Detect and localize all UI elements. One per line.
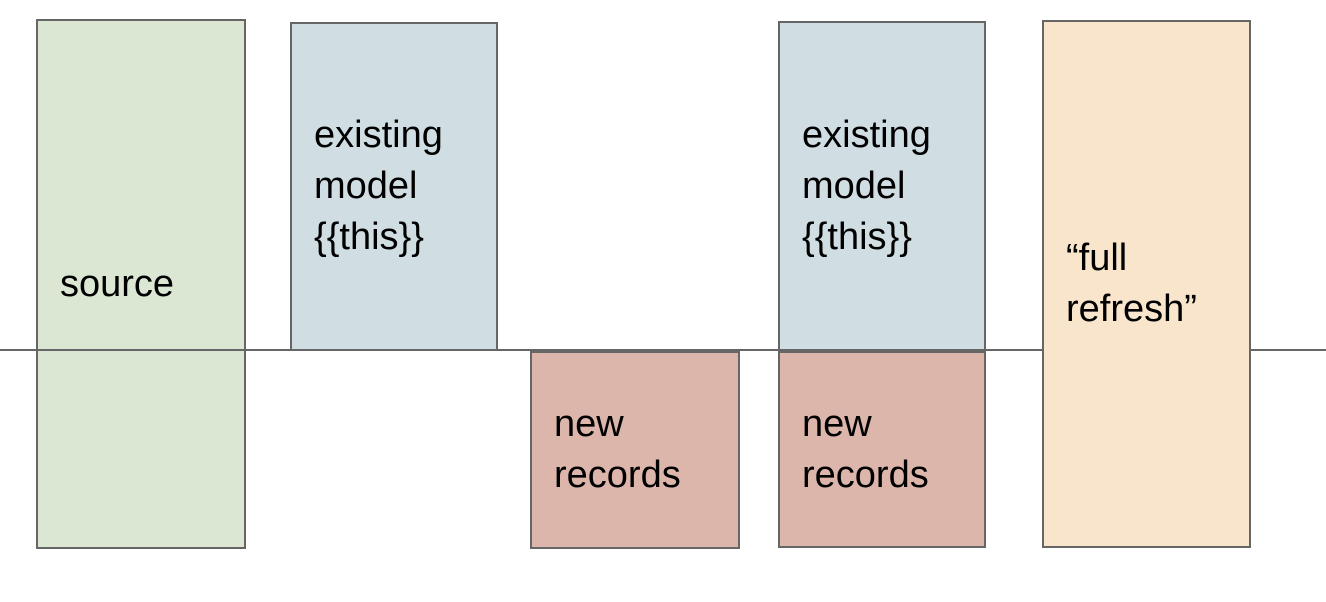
new-records-box-1-label: new records bbox=[554, 403, 681, 496]
full-refresh-box-label: “full refresh” bbox=[1066, 237, 1197, 330]
source-box: source bbox=[36, 19, 246, 549]
new-records-box-2: new records bbox=[778, 351, 986, 548]
existing-model-box-1: existing model {{this}} bbox=[290, 22, 498, 351]
source-box-label: source bbox=[60, 262, 175, 305]
timeline-divider-line bbox=[0, 349, 1326, 351]
full-refresh-box: “full refresh” bbox=[1042, 20, 1251, 548]
new-records-box-1: new records bbox=[530, 351, 740, 549]
new-records-box-2-label: new records bbox=[802, 402, 929, 496]
existing-model-box-2-label: existing model {{this}} bbox=[802, 113, 931, 258]
existing-model-box-1-label: existing model {{this}} bbox=[314, 114, 443, 258]
existing-model-box-2: existing model {{this}} bbox=[778, 21, 986, 351]
